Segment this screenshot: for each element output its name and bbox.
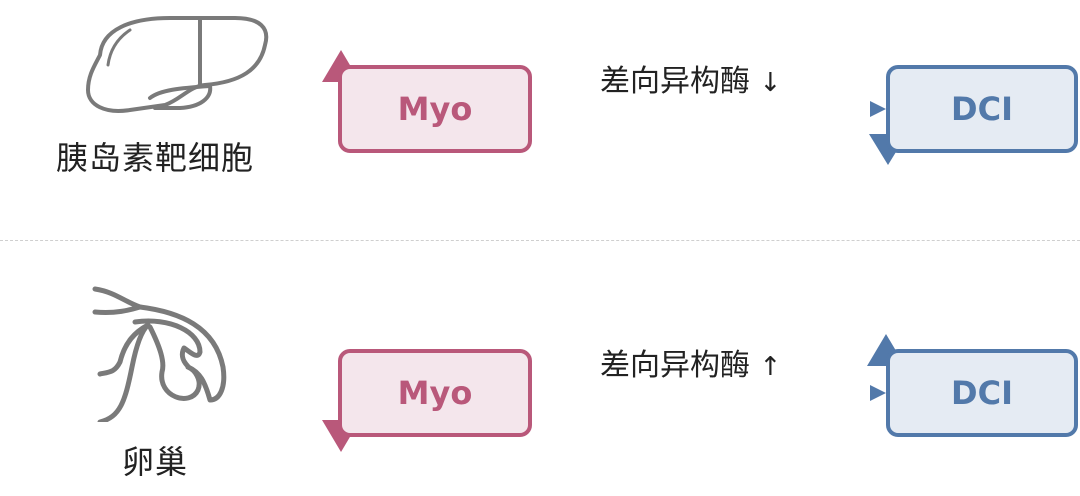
- row-insulin-target-cells: 胰岛素靶细胞 Myo DCI 差向异构酶 ↓: [0, 0, 1080, 240]
- organ-ovary: 卵巢: [40, 272, 270, 482]
- dashed-separator: [0, 240, 1080, 241]
- myo-label: Myo: [397, 374, 473, 412]
- enzyme-label: 差向异构酶 ↓: [600, 56, 781, 100]
- ovary-icon: [92, 286, 227, 422]
- myo-node: Myo: [338, 349, 532, 437]
- conversion-arrowhead: [870, 385, 886, 401]
- dci-node: DCI: [886, 65, 1078, 153]
- organ-label: 胰岛素靶细胞: [55, 139, 254, 177]
- row-ovary: 卵巢 Myo DCI 差向异构酶 ↑: [0, 242, 1080, 482]
- conversion-arrowhead: [870, 101, 886, 117]
- dci-node: DCI: [886, 349, 1078, 437]
- organ-label: 卵巢: [121, 443, 188, 481]
- organ-insulin-target-cells: 胰岛素靶细胞: [40, 10, 270, 180]
- dci-label: DCI: [951, 90, 1013, 128]
- enzyme-label: 差向异构酶 ↑: [600, 340, 781, 384]
- down-arrow-icon: ↓: [759, 68, 782, 98]
- liver-icon: [86, 16, 269, 113]
- myo-label: Myo: [397, 90, 473, 128]
- enzyme-name: 差向异构酶: [600, 64, 750, 99]
- enzyme-name: 差向异构酶: [600, 348, 750, 383]
- dci-label: DCI: [951, 374, 1013, 412]
- myo-node: Myo: [338, 65, 532, 153]
- up-arrow-icon: ↑: [759, 352, 782, 382]
